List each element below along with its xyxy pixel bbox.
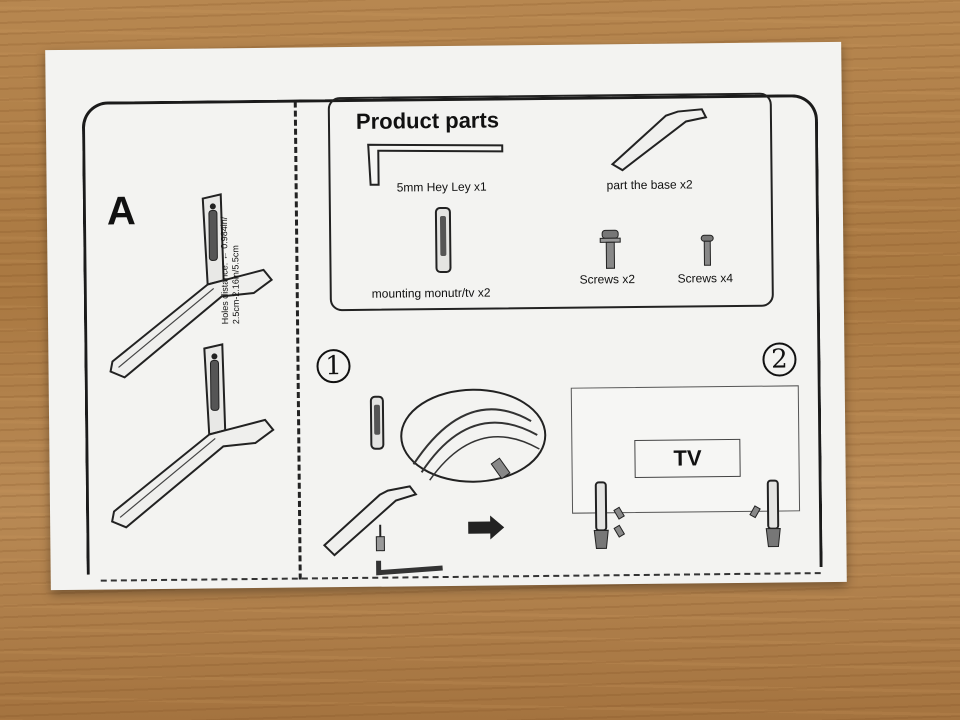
part-label-hex-key: 5mm Hey Ley x1 xyxy=(396,179,487,195)
instruction-sheet: A Holes distance: ← 0.984in/ 2.5cm-2.16i… xyxy=(45,41,847,591)
step-1-illustration xyxy=(322,388,547,576)
part-label-screws-large: Screws x2 xyxy=(579,272,636,287)
product-parts-title: Product parts xyxy=(355,107,500,134)
step-2-left-stand xyxy=(593,481,626,549)
mounting-bracket-icon xyxy=(434,206,452,274)
screw-large-icon xyxy=(599,229,621,269)
screw-small-icon xyxy=(700,234,714,266)
stand-illustration-bottom xyxy=(111,343,275,529)
step-2-number: 2 xyxy=(762,342,797,377)
holes-note-line2: 2.5cm-2.16in/5.5cm xyxy=(230,245,242,325)
base-part-icon xyxy=(610,108,708,172)
hex-key-icon xyxy=(367,143,504,186)
part-label-mounting: mounting monutr/tv x2 xyxy=(371,285,491,301)
step-2-right-stand xyxy=(749,479,781,548)
holes-note-line1: Holes distance: ← 0.984in/ xyxy=(218,216,231,325)
stand-illustration-top xyxy=(109,193,274,379)
part-label-screws-small: Screws x4 xyxy=(677,270,734,286)
part-label-base: part the base x2 xyxy=(606,177,693,193)
tv-label: TV xyxy=(634,438,741,479)
bottom-cut-line xyxy=(100,572,821,582)
product-parts-box: Product parts 5mm Hey Ley x1 part the ba… xyxy=(327,92,774,312)
holes-distance-note: Holes distance: ← 0.984in/ 2.5cm-2.16in/… xyxy=(218,204,242,325)
